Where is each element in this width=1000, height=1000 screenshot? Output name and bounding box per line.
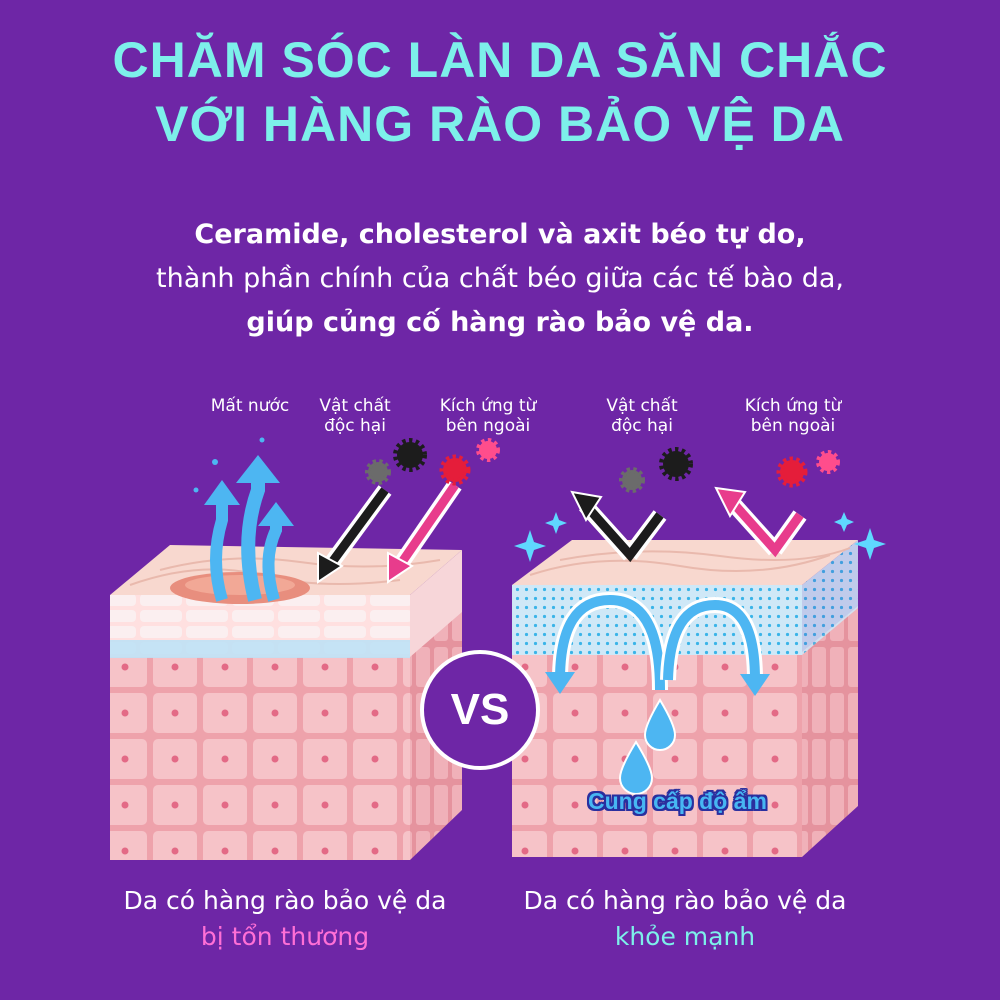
subtitle: Ceramide, cholesterol và axit béo tự do,… <box>0 213 1000 345</box>
irritant-particle-icon <box>439 438 500 486</box>
title-line-2: VỚI HÀNG RÀO BẢO VỆ DA <box>155 96 845 152</box>
caption-damaged-line-1: Da có hàng rào bảo vệ da <box>123 886 447 915</box>
title-line-1: CHĂM SÓC LÀN DA SĂN CHẮC <box>112 32 888 88</box>
subtitle-line-3: giúp củng cố hàng rào bảo vệ da. <box>246 307 754 338</box>
caption-healthy-line-1: Da có hàng rào bảo vệ da <box>523 886 847 915</box>
damaged-skin-block <box>110 545 462 860</box>
label-dehydration: Mất nước <box>210 396 290 416</box>
water-drop-icon <box>618 698 677 795</box>
subtitle-line-1: Ceramide, cholesterol và axit béo tự do, <box>194 219 806 250</box>
page-title: CHĂM SÓC LÀN DA SĂN CHẮC VỚI HÀNG RÀO BẢ… <box>0 28 1000 156</box>
sparkle-icon <box>514 512 886 562</box>
label-irritant-right: Kích ứng từ bên ngoài <box>744 396 842 436</box>
evaporation-arrow-icon <box>193 437 294 602</box>
moisture-label: Cung cấp độ ẩm <box>588 788 767 814</box>
label-toxic-left: Vật chất độc hại <box>319 396 391 436</box>
caption-healthy-line-2: khỏe mạnh <box>614 922 756 951</box>
caption-damaged-line-2: bị tổn thương <box>200 922 370 951</box>
vs-badge: VS <box>420 650 540 770</box>
vs-label: VS <box>450 685 510 734</box>
toxic-particle-icon <box>365 438 427 485</box>
label-toxic-right: Vật chất độc hại <box>606 396 678 436</box>
subtitle-line-2: thành phần chính của chất béo giữa các t… <box>156 263 844 294</box>
caption-damaged: Da có hàng rào bảo vệ da bị tổn thương <box>75 883 495 955</box>
label-irritant-left: Kích ứng từ bên ngoài <box>439 396 537 436</box>
caption-healthy: Da có hàng rào bảo vệ da khỏe mạnh <box>475 883 895 955</box>
